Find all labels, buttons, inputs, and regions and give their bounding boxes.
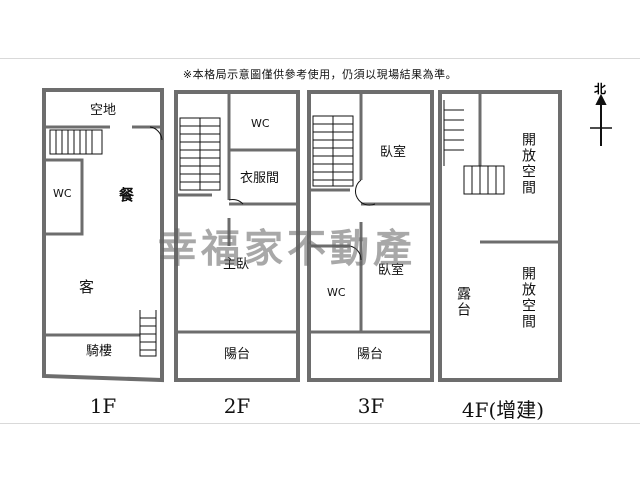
room-4f-open-top: 開放空間	[520, 132, 536, 196]
room-3f-bedroom-bottom: 臥室	[378, 263, 405, 278]
room-1f-arcade: 騎樓	[86, 344, 113, 359]
room-1f-wc: WC	[53, 187, 72, 200]
room-3f-bedroom-top: 臥室	[380, 145, 407, 160]
room-2f-balcony: 陽台	[224, 347, 251, 362]
floor-1-door	[149, 126, 163, 141]
floor-1-outline	[42, 88, 164, 383]
room-1f-living: 客	[79, 278, 95, 296]
room-4f-terrace: 露台	[455, 286, 471, 318]
room-2f-master: 主臥	[223, 257, 250, 272]
floor-4-stairs	[443, 100, 505, 195]
room-3f-wc: WC	[327, 286, 346, 299]
floor-2-outline	[174, 90, 300, 382]
room-2f-wc: WC	[251, 117, 270, 130]
floor-3-stairs	[312, 115, 354, 187]
north-arrow-icon	[590, 93, 612, 146]
room-1f-dining: 餐	[119, 186, 135, 204]
disclaimer-note: ※本格局示意圖僅供參考使用，仍須以現場結果為準。	[182, 68, 458, 81]
floor-2-door	[228, 199, 244, 205]
floor-2-stairs	[179, 117, 221, 191]
floor-1-wall-wc	[44, 158, 84, 236]
floor-label-4f: 4F(增建)	[461, 398, 545, 422]
floor-label-1f: 1F	[89, 394, 117, 418]
room-4f-open-bottom: 開放空間	[520, 266, 536, 330]
room-2f-closet: 衣服間	[240, 171, 280, 186]
floor-3-door-wc	[349, 245, 362, 261]
floor-label-3f: 3F	[357, 394, 385, 418]
room-1f-yard: 空地	[90, 103, 117, 118]
floor-3-outline	[307, 90, 434, 382]
floor-label-2f: 2F	[223, 394, 251, 418]
room-3f-balcony: 陽台	[357, 347, 384, 362]
floor-1-stairs	[49, 129, 157, 357]
floor-4-outline	[438, 90, 562, 382]
floor-3-door	[355, 179, 376, 206]
compass-label: 北	[594, 82, 607, 96]
